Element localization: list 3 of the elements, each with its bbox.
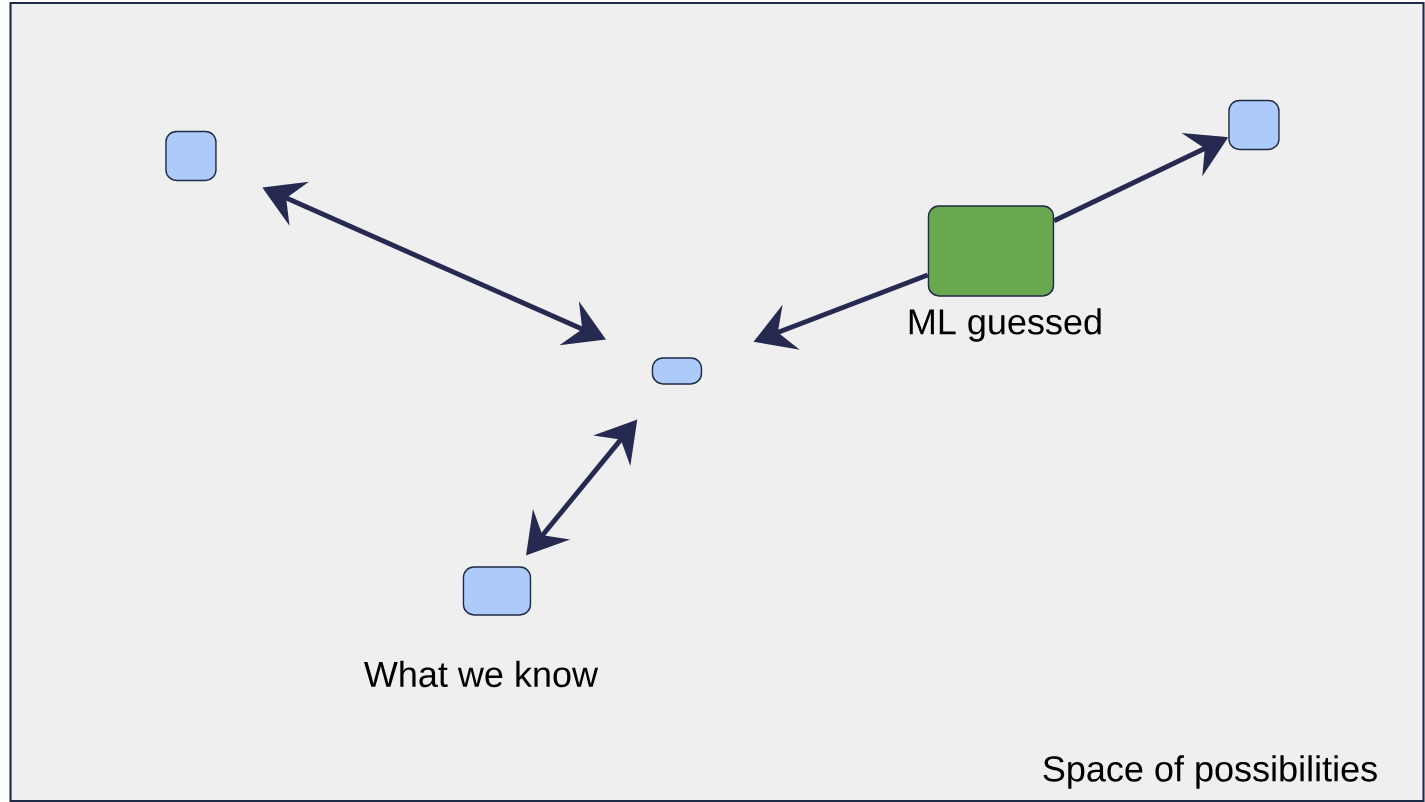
space-label: Space of possibilities — [1043, 755, 1377, 789]
node-label: What we know — [364, 660, 599, 688]
node-label: ML guessed — [909, 308, 1101, 342]
